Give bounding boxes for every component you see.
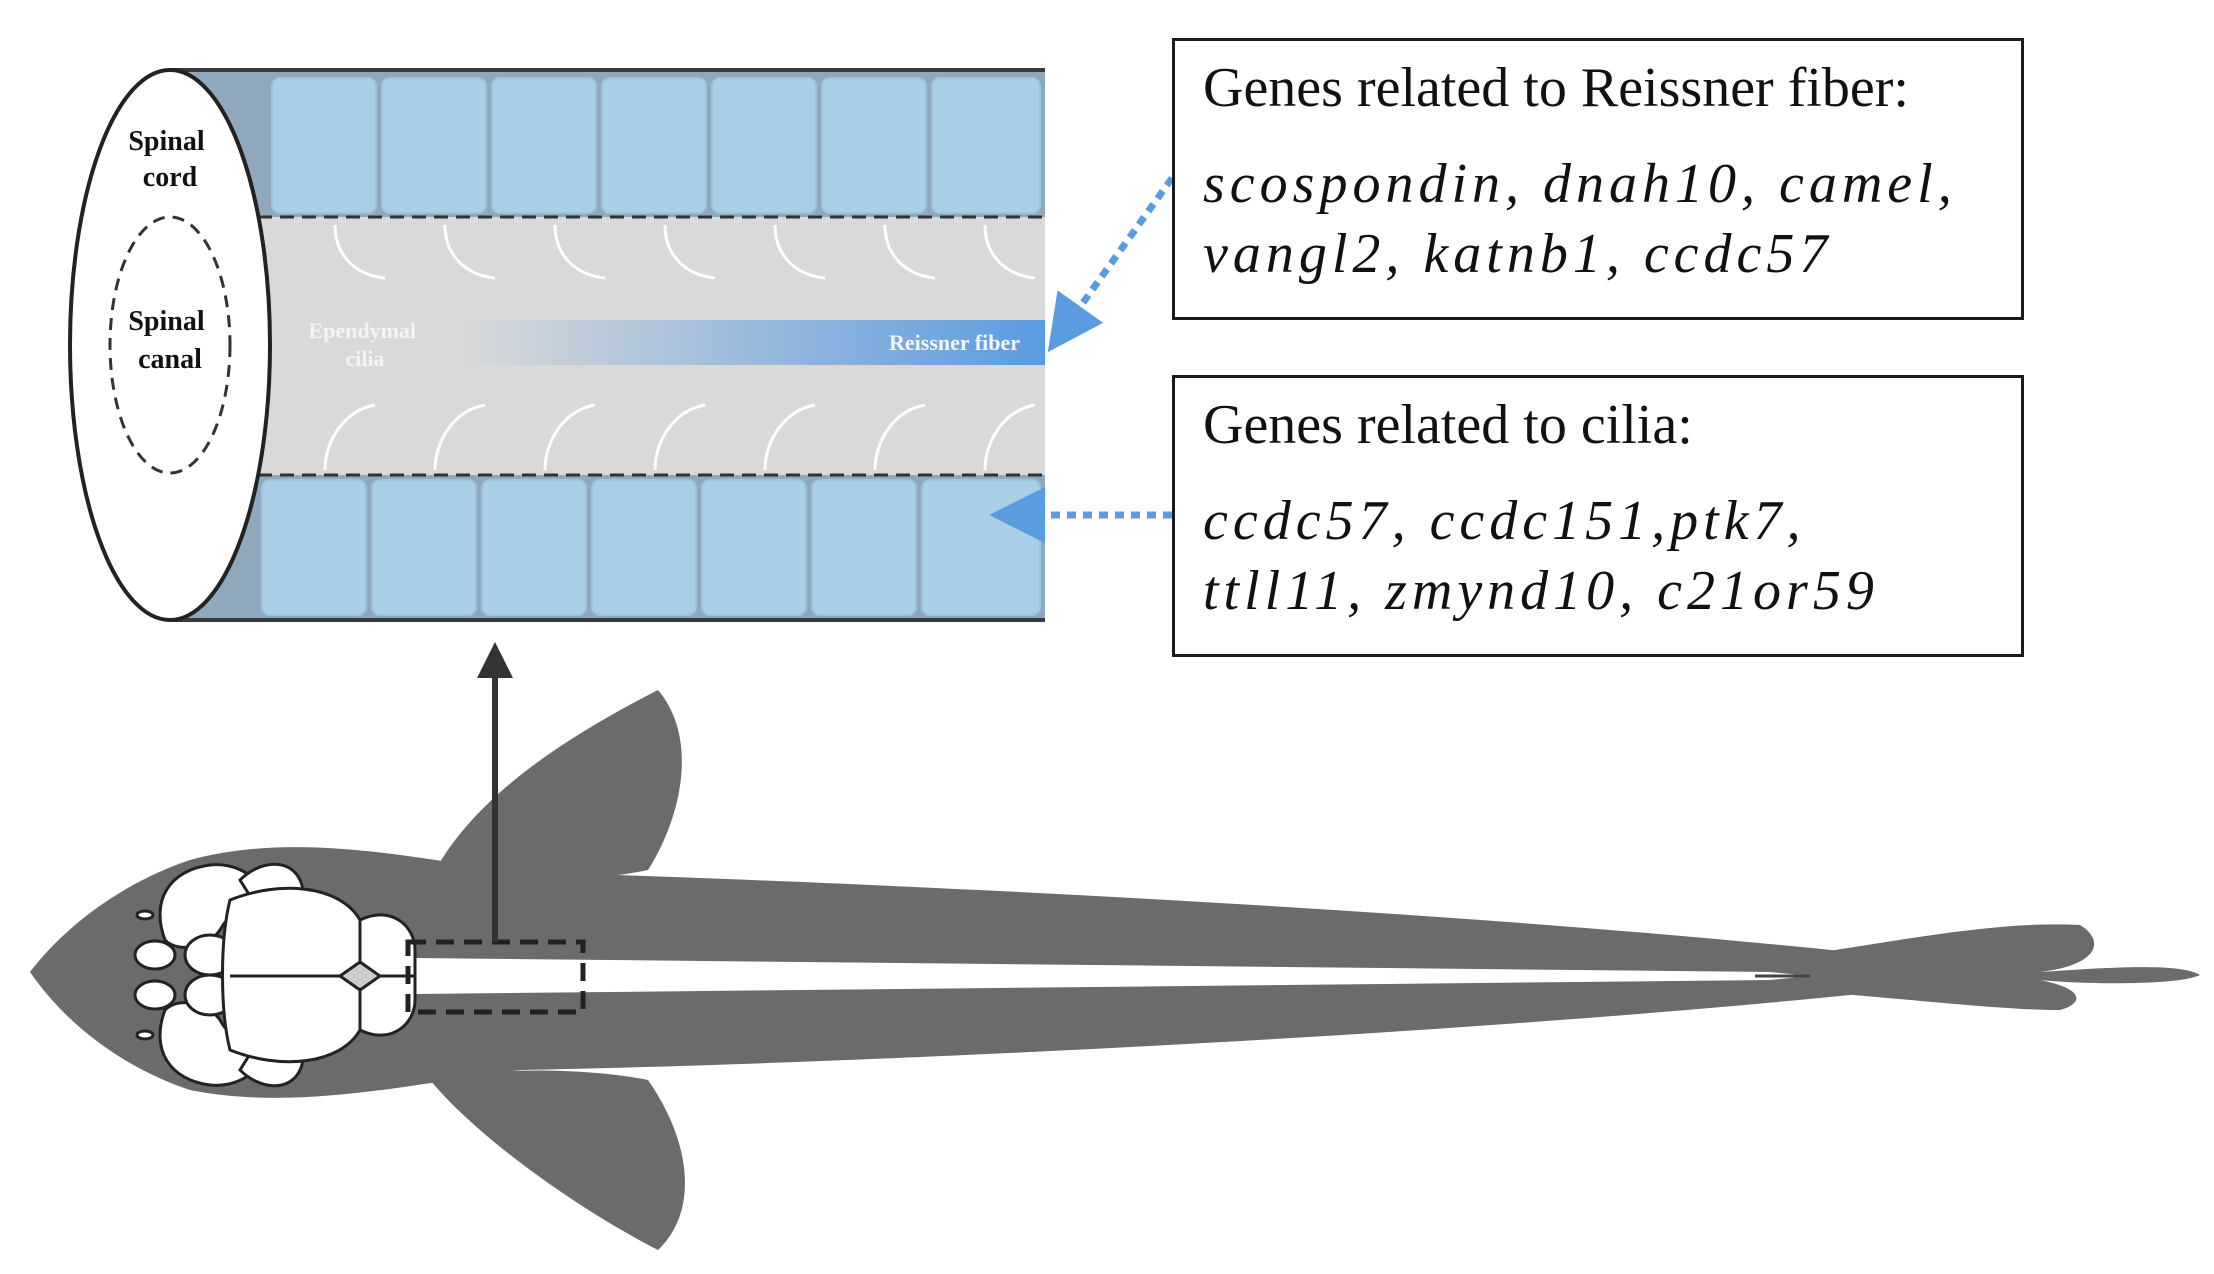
cilia-genes-box: Genes related to cilia: ccdc57, ccdc151,… [1172,375,2024,657]
reissner-fiber-genes-title: Genes related to Reissner fiber: [1203,57,1909,119]
cilia-gene-list: ccdc57, ccdc151,ptk7, ttll11, zmynd10, c… [1203,486,1993,626]
upper-pectoral-fin [430,690,682,885]
reissner-fiber-label: Reissner fiber [889,330,1020,355]
lower-cilia [323,403,1036,471]
ependymal-cilia-label-line1: Ependymal [308,318,416,343]
ependymal-cilia-label-line2: cilia [345,346,384,371]
spinal-canal-cross-section [108,215,232,475]
brain-olfactory-lower [133,979,177,1011]
eye-lower [135,1029,155,1041]
spinal-cord-label: Spinal cord [128,126,211,193]
eye-upper [135,909,155,921]
spinal-canal-label-line2: canal [138,344,202,375]
reissner-fiber-gene-list: scospondin, dnah10, camel, vangl2, katnb… [1203,149,1993,289]
ependymal-cilia-label: Ependymal cilia [308,318,421,371]
spinal-canal-strip [415,958,1810,994]
cilia-genes-title: Genes related to cilia: [1203,394,1693,456]
reissner-pointer-arrow [1047,175,1175,353]
brain-diamond [337,960,383,992]
spinal-canal-label-line1: Spinal [128,306,204,337]
reissner-fiber-band [460,320,1045,365]
spinal-canal-label: Spinal canal [128,306,211,375]
spinal-cord-label-line2: cord [143,162,198,193]
upper-cilia [333,224,1036,280]
tail-fin [1780,924,2200,1010]
reissner-gene-line-2: vangl2, katnb1, ccdc57 [1203,223,1833,285]
cilia-gene-line-2: ttll11, zmynd10, c21or59 [1203,560,1879,622]
spinal-cord-cross-section [68,68,272,622]
reissner-gene-line-1: scospondin, dnah10, camel, [1203,153,1957,215]
brain [133,862,417,1088]
brain-olfactory-upper [133,939,177,971]
fish-silhouette [30,690,2200,1250]
cilia-gene-line-1: ccdc57, ccdc151,ptk7, [1203,490,1806,552]
lower-ependymal-cells [261,479,1041,616]
spinal-cord-label-line1: Spinal [128,126,204,157]
spinal-cord-tube: Spinal cord Spinal canal Ependymal cilia… [68,68,1045,622]
upper-ependymal-cells [271,77,1041,214]
lower-pelvic-fin [430,1070,685,1250]
reissner-fiber-genes-box: Genes related to Reissner fiber: scospon… [1172,38,2024,320]
